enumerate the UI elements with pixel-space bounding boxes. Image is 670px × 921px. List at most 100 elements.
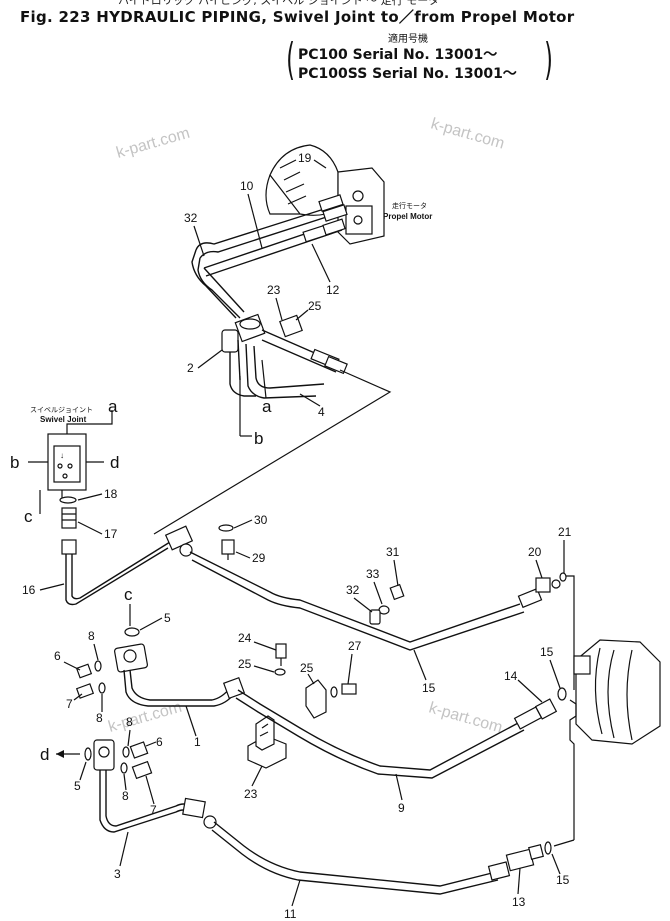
bolt-7-lower [131, 760, 153, 780]
callout-11: 11 [284, 907, 297, 921]
swivel-joint-inset: ↓ [28, 410, 113, 514]
callout-10: 10 [240, 179, 254, 193]
model-line-pc100ss: PC100SS Serial No. 13001～ [298, 66, 517, 82]
callout-1: 1 [194, 735, 201, 749]
callout-29: 29 [252, 551, 266, 565]
washer-8-c [122, 746, 130, 758]
callout-17: 17 [104, 527, 118, 541]
callout-31-lower: 32 [346, 583, 360, 597]
elbow-2 [221, 329, 325, 399]
svg-text:↓: ↓ [60, 451, 64, 460]
callout-26-lower: 25 [300, 661, 314, 675]
callout-8-d: 8 [122, 789, 129, 803]
tube-1 [123, 669, 246, 707]
callout-23: 23 [267, 283, 281, 297]
callout-2: 2 [187, 361, 194, 375]
bracket-right: ) [544, 34, 553, 85]
tube-9 [235, 689, 543, 779]
callout-15-upper: 15 [540, 645, 554, 659]
watermark: k-part.com [114, 125, 191, 162]
connection-leader-line [153, 369, 392, 535]
washer-8-d [120, 762, 128, 774]
propel-motor-label-jp: 走行モータ [392, 201, 427, 210]
callout-16: 16 [22, 583, 36, 597]
fitting-block-23 [234, 313, 348, 375]
upper-tube-bundle [191, 249, 245, 319]
model-line-pc100: PC100 Serial No. 13001～ [298, 47, 498, 63]
callout-27: 27 [348, 639, 362, 653]
washer-25 [274, 668, 286, 676]
letter-b-inset: b [10, 453, 19, 472]
callout-6-lower: 6 [156, 735, 163, 749]
bolt-32 [389, 583, 405, 601]
callout-24: 24 [238, 631, 252, 645]
callout-14: 14 [504, 669, 518, 683]
center-fitting [164, 525, 194, 557]
o-ring-15-lower [544, 841, 552, 855]
tube-16 [61, 539, 171, 606]
callout-8-c: 8 [126, 715, 133, 729]
propel-motor-lower [573, 639, 661, 745]
letter-d-lower: d [40, 745, 49, 764]
callout-30: 30 [254, 513, 268, 527]
flange-block-lower [93, 739, 115, 771]
callout-6-upper: 6 [54, 649, 61, 663]
applicable-models-japanese: 適用号機 [388, 34, 428, 45]
letter-d-inset: d [110, 453, 119, 472]
bolt-24 [275, 643, 287, 666]
callout-5-lower: 5 [74, 779, 81, 793]
callout-26: 25 [308, 299, 322, 313]
flange-block-upper [114, 643, 148, 673]
letter-b-upper: b [254, 429, 263, 448]
callout-15-lower: 15 [556, 873, 570, 887]
callout-25: 25 [238, 657, 252, 671]
letter-a-inset: a [108, 397, 118, 416]
o-ring-22 [559, 572, 567, 582]
tube-11 [203, 815, 511, 895]
tube-3 [99, 770, 206, 833]
swivel-joint-label-jp: スイベルジョイント [30, 406, 93, 414]
bolt-6-upper [75, 663, 93, 679]
letter-c-lower: c [124, 585, 133, 604]
washer-30 [218, 524, 234, 532]
clamp-26 [305, 679, 327, 719]
watermark: k-part.com [427, 700, 504, 737]
letter-c-inset: c [24, 507, 33, 526]
callout-33: 33 [366, 567, 380, 581]
bolt-29 [221, 539, 235, 560]
callout-23-lower: 23 [244, 787, 258, 801]
fitting-13 [505, 843, 545, 872]
bracket-23 [247, 715, 287, 769]
o-ring-5-lower [84, 747, 92, 761]
callout-9: 9 [398, 801, 405, 815]
washer-8-b [98, 682, 106, 694]
tube-19 [189, 551, 543, 651]
watermark: k-part.com [429, 116, 506, 153]
callout-18: 18 [104, 487, 118, 501]
swivel-joint-label: Swivel Joint [40, 415, 87, 424]
fitting-14 [534, 698, 558, 720]
callout-8-a: 8 [88, 629, 95, 643]
callout-7-upper: 7 [66, 697, 73, 711]
fitting-21 [535, 577, 561, 593]
callout-5-upper: 5 [164, 611, 171, 625]
callout-21: 20 [528, 545, 542, 559]
clamp-31 [369, 609, 381, 625]
callout-20: 19 [298, 151, 312, 165]
washer-8-a [94, 660, 102, 672]
callout-13: 13 [512, 895, 526, 909]
hose-10-upper [195, 194, 348, 259]
callout-32: 31 [386, 545, 400, 559]
callout-7-lower: 7 [150, 803, 157, 817]
figure-title: Fig. 223 HYDRAULIC PIPING, Swivel Joint … [20, 8, 575, 26]
callout-8-b: 8 [96, 711, 103, 725]
o-ring-5-upper [124, 627, 140, 637]
letter-a-upper: a [262, 397, 272, 416]
callout-3: 3 [114, 867, 121, 881]
o-ring-18 [59, 496, 77, 504]
callout-19: 15 [422, 681, 436, 695]
bracket-left: ( [286, 34, 295, 85]
callout-12: 12 [326, 283, 340, 297]
callout-31: 32 [184, 211, 198, 225]
washer-bolt-27 [330, 683, 357, 698]
